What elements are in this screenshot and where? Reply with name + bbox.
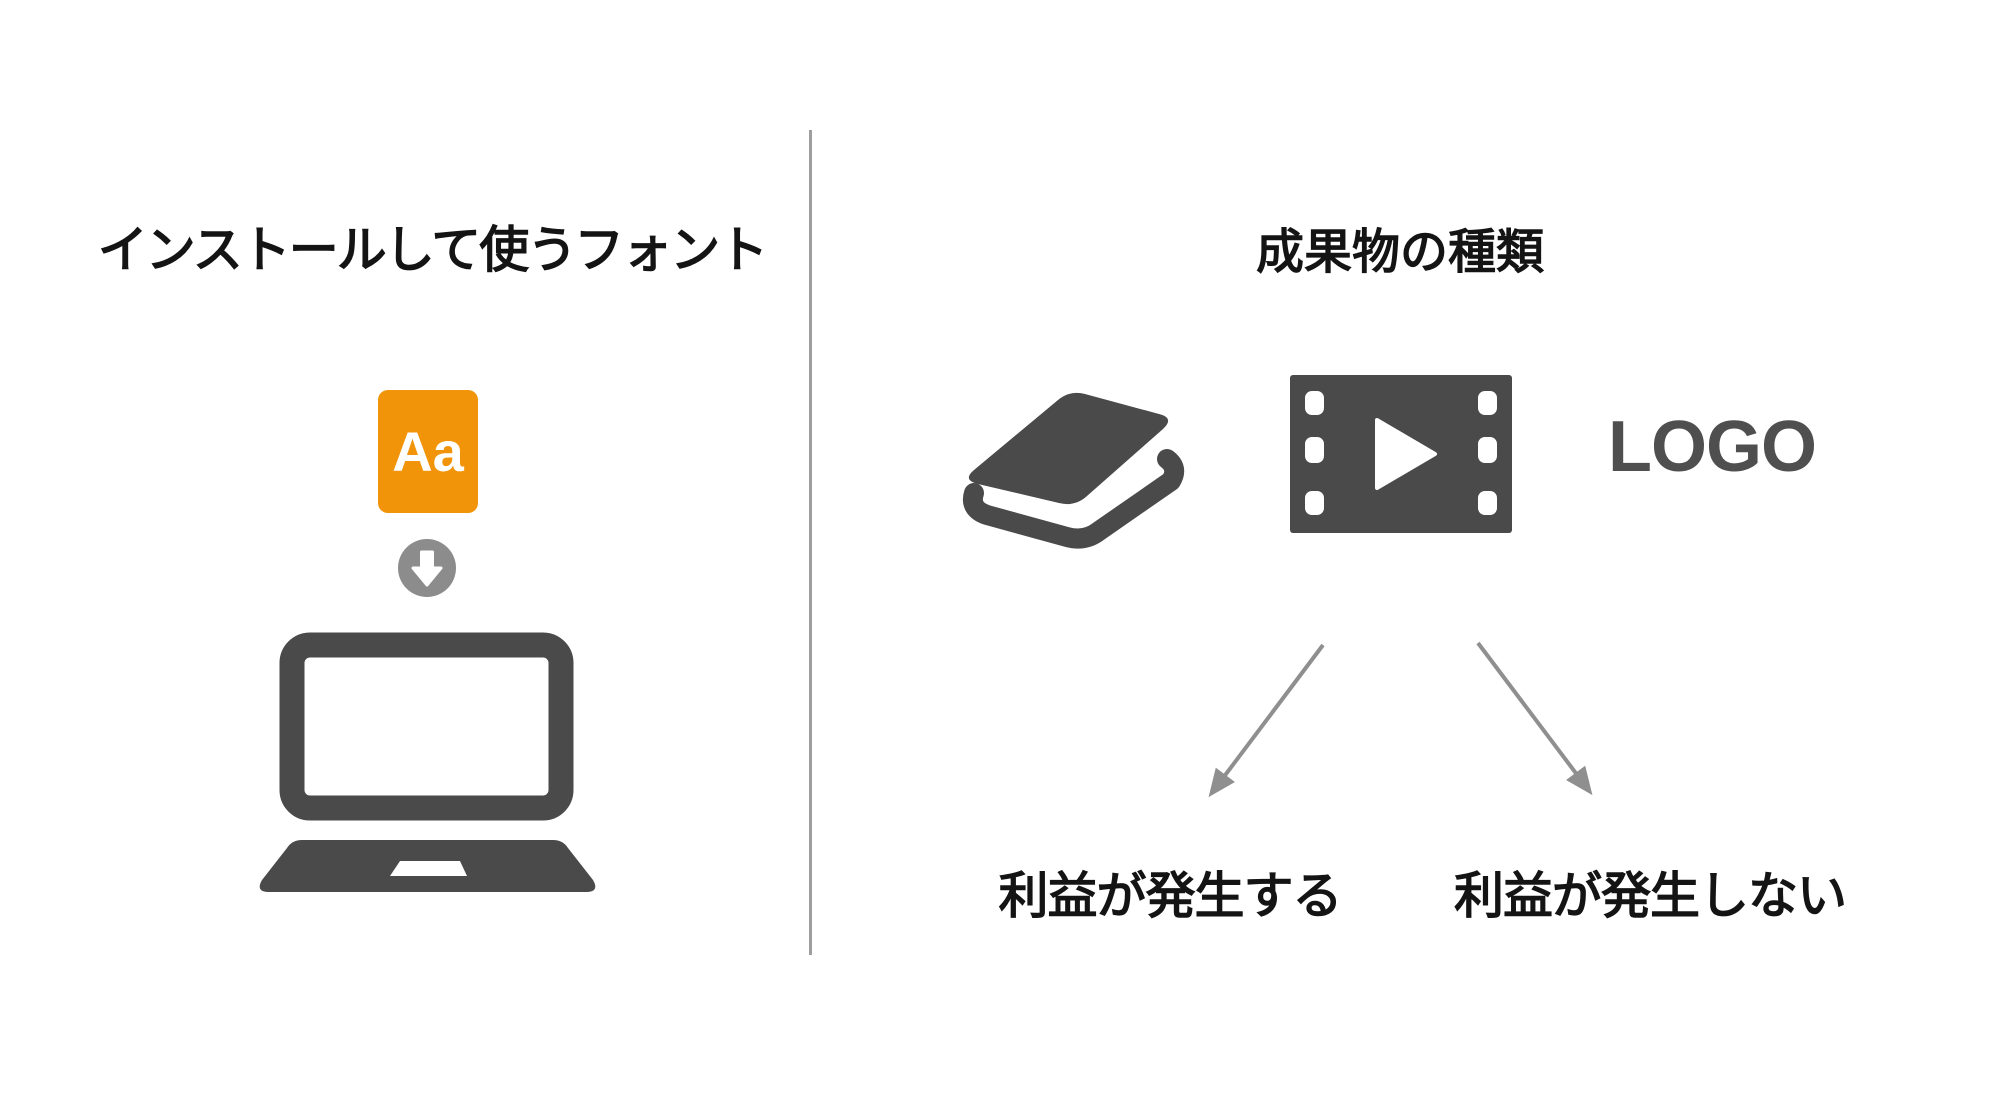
laptop-icon [259,632,596,892]
book-icon [962,392,1185,549]
arrow-to-no-profit [1476,641,1593,796]
section-divider [809,130,812,955]
play-icon [1375,418,1437,490]
film-icon [1290,375,1512,533]
outcome-profit-label: 利益が発生する [998,868,1343,924]
right-section-title: 成果物の種類 [1255,226,1544,279]
font-badge-label: Aa [392,420,464,483]
download-arrow-icon [398,539,456,597]
outcome-no-profit-label: 利益が発生しない [1454,868,1847,924]
branch-arrows [1208,641,1593,798]
arrow-to-profit [1208,643,1325,798]
logo-label: LOGO [1608,407,1817,487]
left-section-title: インストールして使うフォント [97,222,769,278]
font-file-icon: Aa [378,390,478,513]
